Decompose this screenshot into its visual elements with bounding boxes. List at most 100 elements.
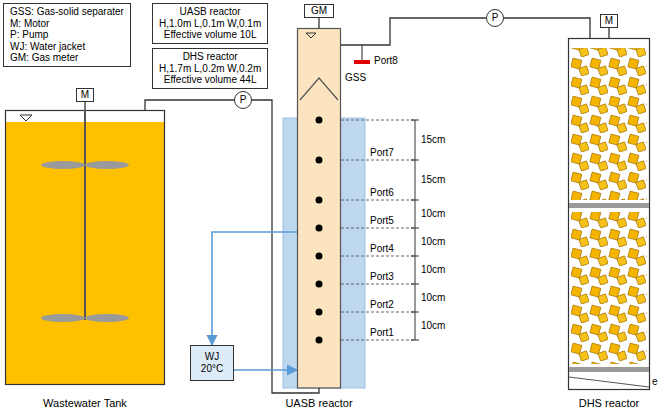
node-heading: DHS reactor xyxy=(579,397,640,410)
node-text: P xyxy=(492,12,499,24)
node-text: Effective volume 10L xyxy=(159,29,261,41)
port-label: Port8 xyxy=(374,55,398,67)
dimension-label: 10cm xyxy=(421,208,445,220)
port-line xyxy=(341,256,415,257)
dimension-tick xyxy=(411,120,419,121)
sampling-pipe xyxy=(361,45,362,61)
port-label: Port1 xyxy=(370,327,394,339)
dimension-label: 15cm xyxy=(421,134,445,146)
dimension-label: 10cm xyxy=(421,264,445,276)
port-dot xyxy=(316,337,323,344)
spec-box: UASB reactorH,1.0m L,0.1m W,0.1mEffectiv… xyxy=(152,3,268,44)
dimension-label: 10cm xyxy=(421,320,445,332)
port-dots xyxy=(316,117,323,344)
dhs-reactor: DHS reactor xyxy=(568,38,650,390)
stream-label: e xyxy=(652,376,658,388)
node-text: H,1.7m L,0.2m W,0.2m xyxy=(159,63,261,75)
node-text: M: Motor xyxy=(10,18,124,30)
water-loop-line xyxy=(212,232,297,345)
motor-box: M xyxy=(76,88,94,102)
node-text: DHS reactor xyxy=(159,51,261,63)
water-level-symbol xyxy=(306,33,316,38)
node-text: WJ xyxy=(205,351,219,363)
uasb-column xyxy=(298,29,341,389)
dimension-axis xyxy=(415,120,416,340)
port-dot xyxy=(316,281,323,288)
port-label: Port5 xyxy=(370,215,394,227)
port-line xyxy=(341,312,415,313)
mixer-shaft xyxy=(84,110,86,320)
port-dot xyxy=(316,225,323,232)
pump-symbol: P xyxy=(486,9,504,27)
port-label: Port2 xyxy=(370,299,394,311)
dimension-tick xyxy=(411,340,419,341)
water-loop-line xyxy=(234,369,297,371)
port-dot xyxy=(316,117,323,124)
mixer-paddle xyxy=(41,161,85,169)
mixer-paddle xyxy=(41,314,85,322)
support-plate xyxy=(569,367,649,372)
node-text: GSS: Gas-solid separater xyxy=(10,6,124,18)
pipe-line xyxy=(145,100,234,110)
dimension-tick xyxy=(411,200,419,201)
tank-wall xyxy=(6,111,165,385)
node-text: 20°C xyxy=(201,363,223,375)
gas-solid-separator xyxy=(300,78,338,100)
node-text: P xyxy=(240,94,247,106)
port-lines xyxy=(341,120,415,340)
pump-symbol: P xyxy=(234,91,252,109)
node-heading: UASB reactor xyxy=(285,397,352,410)
pipe-line xyxy=(252,100,319,393)
motor-box: M xyxy=(600,14,618,28)
dimension-tick xyxy=(411,160,419,161)
dimension-tick xyxy=(411,284,419,285)
port-dot xyxy=(316,157,323,164)
pipe-line xyxy=(504,18,590,38)
dimension-tick xyxy=(411,228,419,229)
node-text: WJ: Water jacket xyxy=(10,41,124,53)
port-line xyxy=(341,228,415,229)
gas-meter-box: GM xyxy=(304,4,334,18)
dimension-label: 15cm xyxy=(421,174,445,186)
port-label: Port3 xyxy=(370,271,394,283)
water-level-symbol xyxy=(20,115,32,121)
pipe-line xyxy=(318,18,319,28)
port-dot xyxy=(316,309,323,316)
pipe-line xyxy=(84,102,85,110)
port-line xyxy=(341,284,415,285)
port-label: Port4 xyxy=(370,243,394,255)
port-label: Port7 xyxy=(370,147,394,159)
port-label: Port6 xyxy=(370,187,394,199)
valve xyxy=(354,60,370,64)
spec-box: DHS reactorH,1.7m L,0.2m W,0.2mEffective… xyxy=(152,48,268,89)
water-jacket-unit: WJ20°C xyxy=(190,345,234,381)
mixer-paddle xyxy=(85,161,129,169)
dimension-label: 10cm xyxy=(421,236,445,248)
node-text: GM: Gas meter xyxy=(10,52,124,64)
port-line xyxy=(341,340,415,341)
sponge-media xyxy=(571,48,647,200)
dimension-tick xyxy=(411,256,419,257)
node-text: M xyxy=(605,15,613,27)
node-text: UASB reactor xyxy=(159,6,261,18)
node-text: P: Pump xyxy=(10,29,124,41)
dimension-line xyxy=(411,120,419,340)
node-heading: Wastewater Tank xyxy=(43,397,127,410)
port-line xyxy=(341,200,415,201)
wastewater-tank: Wastewater Tank xyxy=(5,110,165,385)
bottom-plate xyxy=(569,377,649,387)
node-text: GM xyxy=(311,5,327,17)
node-text: Effective volume 44L xyxy=(159,74,261,86)
pipe-line xyxy=(608,28,609,38)
mixer-paddle xyxy=(85,314,129,322)
node-text: H,1.0m L,0.1m W,0.1m xyxy=(159,18,261,30)
port-line xyxy=(341,120,415,121)
dhs-column xyxy=(569,39,650,390)
node-text: M xyxy=(81,89,89,101)
sponge-media xyxy=(571,212,647,364)
pipe-line xyxy=(341,18,486,45)
uasb-reactor: UASB reactor xyxy=(297,28,341,388)
support-plate xyxy=(569,203,649,208)
part-label: GSS xyxy=(345,72,366,84)
port-dot xyxy=(316,197,323,204)
